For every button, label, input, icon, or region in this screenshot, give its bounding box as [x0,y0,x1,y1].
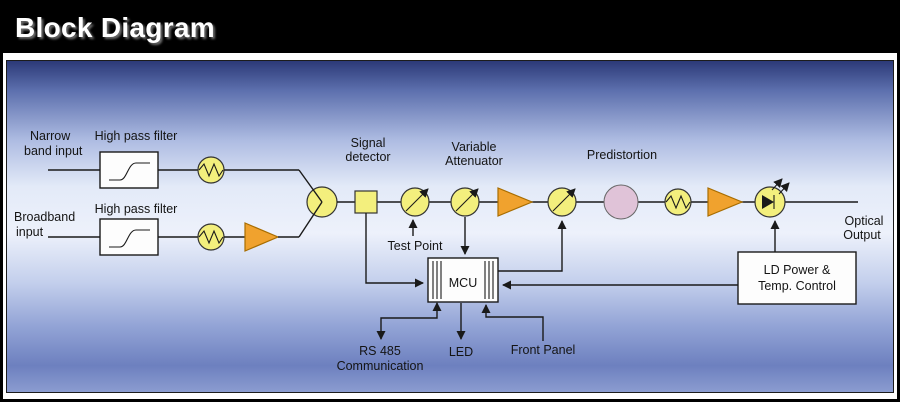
ld-power-label-line2: Temp. Control [758,279,836,293]
mcu-box [427,257,499,303]
page-title: Block Diagram [15,12,215,43]
broadband-input-label-line2: input [16,225,44,239]
title-bar: Block Diagram [3,3,897,53]
broadband-path [48,218,299,256]
amplifier-icon [707,187,744,217]
rs485-label-line2: Communication [337,359,424,373]
signal-detector-label-line1: Signal [351,136,386,150]
high-pass-filter-label-top: High pass filter [95,129,178,143]
signal-detector-label-line2: detector [345,150,390,164]
signal-detector-icon [354,190,378,214]
amplifier-icon [244,222,280,252]
resistor-zigzag-icon [198,162,224,178]
narrow-band-input-label-line1: Narrow [30,129,71,143]
narrow-band-input-label-line2: band input [24,144,83,158]
ld-power-label-line1: LD Power & [764,263,831,277]
high-pass-filter-label-bottom: High pass filter [95,202,178,216]
narrow-band-path [48,151,299,189]
optical-output-label-line1: Optical [845,214,884,228]
rs485-label-line1: RS 485 [359,344,401,358]
predistortion-icon [603,184,639,220]
predistortion-label: Predistortion [587,148,657,162]
emission-arrow-icon [771,178,783,191]
control-lines [365,213,780,341]
amplifier-icon [497,187,534,217]
test-point-label: Test Point [388,239,443,253]
high-pass-filter-icon [109,162,150,181]
resistor-zigzag-icon [665,194,691,210]
optical-output-label-line2: Output [843,228,881,242]
broadband-input-label-line1: Broadband [14,210,75,224]
resistor-zigzag-icon [198,229,224,245]
led-label: LED [449,345,473,359]
variable-attenuator-label-line1: Variable [452,140,497,154]
high-pass-filter-icon [109,229,150,248]
variable-attenuator-label-line2: Attenuator [445,154,503,168]
front-panel-label: Front Panel [511,343,576,357]
mcu-label: MCU [449,276,477,290]
ld-power-box [737,251,857,305]
diode-triangle-icon [762,195,774,209]
mcu-hatch-lines [432,261,494,299]
emission-arrow-icon [778,182,790,195]
